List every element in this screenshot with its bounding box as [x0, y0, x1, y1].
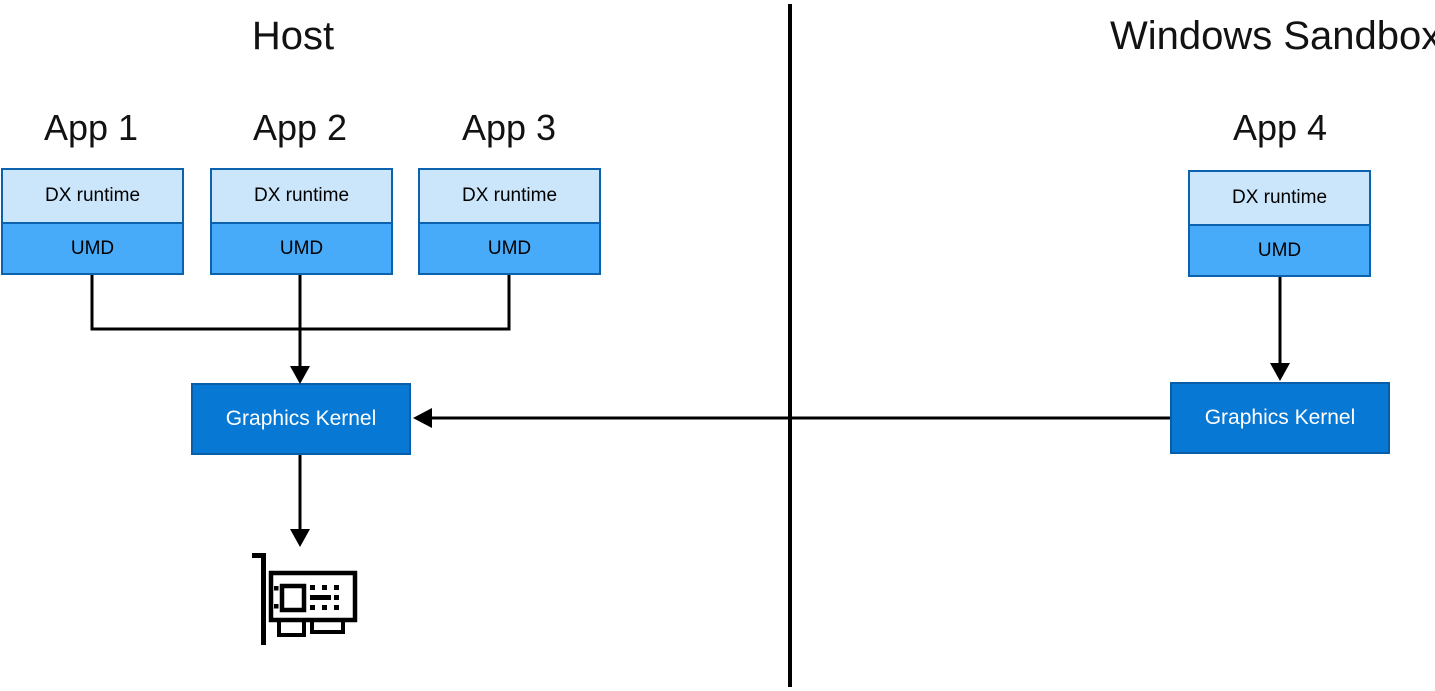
host-section-title: Host	[251, 14, 335, 58]
app-3-label: App 3	[461, 107, 557, 148]
app-3-dx-runtime-layer: DX runtime	[420, 170, 599, 222]
app-2-umd-layer: UMD	[212, 222, 391, 273]
app-4-box: DX runtime UMD	[1188, 170, 1371, 277]
app-2-box: DX runtime UMD	[210, 168, 393, 275]
gpu-dot	[274, 604, 279, 609]
gpu-dot	[310, 585, 315, 590]
app-4-label: App 4	[1232, 107, 1328, 148]
arrowhead-app4-to-sandbox-kernel	[1270, 363, 1290, 381]
connector-app1-app3-merge-line	[90, 275, 511, 331]
arrowhead-kernel-to-gpu	[290, 529, 310, 547]
gpu-bracket-bar	[261, 553, 266, 645]
gpu-dot	[274, 586, 279, 591]
sandbox-section-title: Windows Sandbox	[1110, 14, 1435, 58]
app-4-dx-runtime-layer: DX runtime	[1190, 172, 1369, 224]
host-graphics-kernel-box: Graphics Kernel	[191, 383, 411, 455]
gpu-card-icon	[243, 548, 368, 653]
gpu-bracket-hook	[252, 553, 266, 558]
sandbox-graphics-kernel-box: Graphics Kernel	[1170, 382, 1390, 454]
gpu-dot	[334, 595, 339, 600]
gpu-dot	[322, 585, 327, 590]
arrowhead-apps-to-host-kernel	[290, 366, 310, 384]
gpu-dot	[334, 585, 339, 590]
app-3-box: DX runtime UMD	[418, 168, 601, 275]
app-4-umd-layer: UMD	[1190, 224, 1369, 275]
host-sandbox-divider-line	[788, 4, 792, 687]
gpu-card-icon-svg	[252, 553, 358, 645]
gpu-bar	[310, 595, 331, 600]
gpu-dot	[310, 605, 315, 610]
gpu-dot	[322, 605, 327, 610]
arrowhead-sandbox-kernel-to-host-kernel	[413, 408, 432, 428]
app-3-umd-layer: UMD	[420, 222, 599, 273]
gpu-dot	[334, 605, 339, 610]
app-2-label: App 2	[252, 107, 348, 148]
app-1-umd-layer: UMD	[3, 222, 182, 273]
app-1-label: App 1	[43, 107, 139, 148]
app-1-dx-runtime-layer: DX runtime	[3, 170, 182, 222]
app-1-box: DX runtime UMD	[1, 168, 184, 275]
gpu-chip	[279, 583, 307, 613]
app-2-dx-runtime-layer: DX runtime	[212, 170, 391, 222]
